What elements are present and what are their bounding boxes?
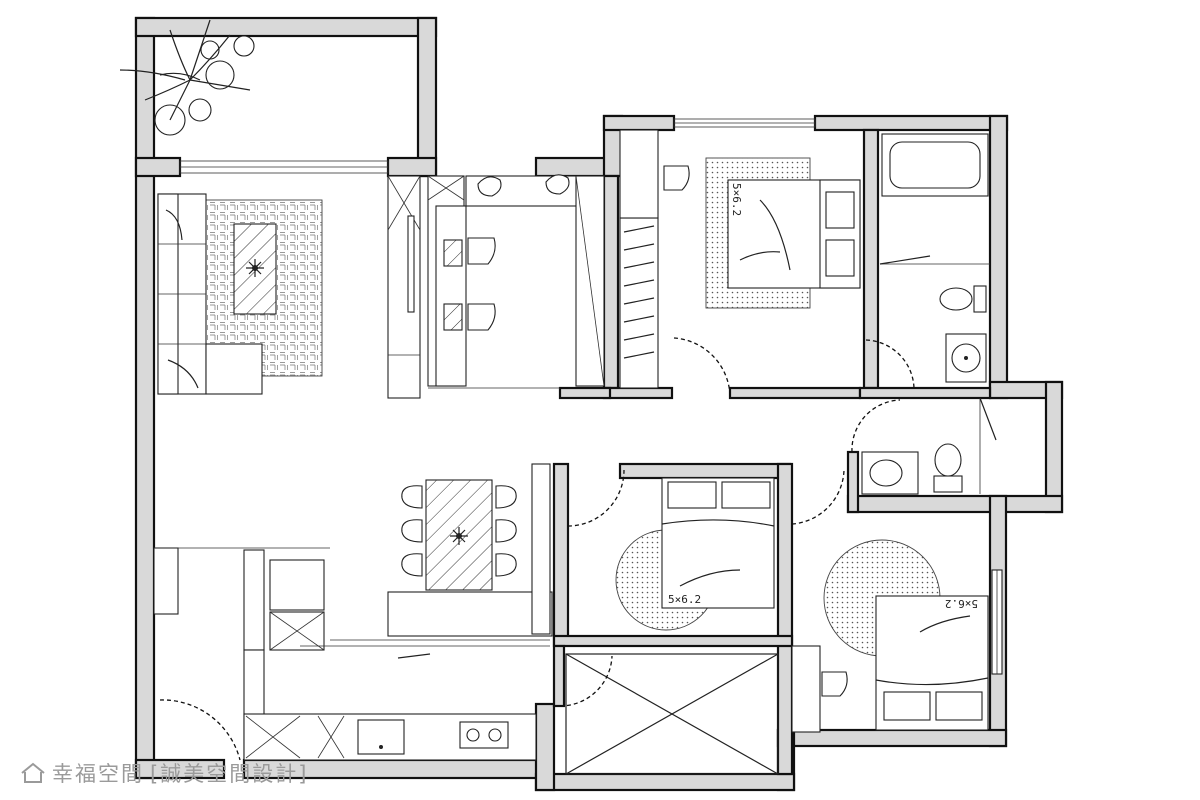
chair-icon [821,671,848,697]
bedroom-three-rug-label: 5×6.2 [945,597,978,610]
study-desk [435,205,467,387]
kitchen-island [387,591,553,637]
kitchen [153,547,550,761]
toilet-icon [939,285,987,313]
wall-south-left [134,758,226,780]
chair-icon [401,485,517,577]
dining-area [387,463,553,637]
master-bath-door [865,339,915,389]
toilet-icon [933,443,963,493]
doors [159,337,915,761]
wall-study-south [558,386,612,400]
sink-icon [869,459,903,487]
wall-balcony-north [134,16,438,38]
wall-master-south [728,386,862,400]
bedroom-two-door [567,469,625,527]
entry-door [159,699,241,761]
wall-master-west [602,174,620,390]
bedroom-two: 5×6.2 [615,477,775,631]
storage-door [559,655,613,707]
wall-master-south-left [602,386,674,400]
wall-corridor-bath-west [846,450,860,514]
wall-master-bath [862,128,880,390]
wall-bedroom-two-south [552,634,794,648]
wall-master-north-left [602,114,676,132]
wall-corridor-bath-south [846,494,1064,514]
wall-bedroom-two-north [618,462,792,480]
windows [179,118,1003,675]
sofa-chaise [205,343,263,395]
wall-south-storage [534,772,796,792]
bedroom-two-bed [661,477,775,609]
wall-storage-west [534,702,556,792]
master-bed [727,179,861,289]
walls [134,16,1064,792]
stove-icon [459,721,509,749]
watermark-credit: [誠美空間設計] [150,762,309,786]
chair-icon [663,165,690,191]
watermark-brand: 幸福空間 [52,762,144,786]
wall-bath-east [988,114,1009,400]
bedroom-three-bed [875,595,989,731]
wall-storage-north [552,644,566,708]
living-room [157,175,421,399]
wall-living-north-right [386,156,438,178]
wall-master-north-right [813,114,1009,132]
wall-living-north-left [134,156,182,178]
bedroom-three-cabinet [791,645,821,733]
hangers [623,225,655,359]
watermark: 幸福空間 [誠美空間設計] [20,758,308,788]
desk-lamp [443,239,463,267]
wall-corridor-bath-east [1044,380,1064,514]
flower-icon [450,527,468,545]
plant-icon [119,19,255,136]
tv-icon [407,215,415,313]
wardrobe [619,217,659,389]
wall-bedroom-two-east [776,462,794,776]
master-bathroom [879,133,990,383]
guest-bath-door [851,399,901,453]
sofa [157,193,263,395]
bedroom-three: 5×6.2 [791,539,989,733]
tv-cabinet [387,175,421,399]
bedroom-three-door [791,469,845,525]
master-door [673,337,731,397]
wall-balcony-east [416,16,438,178]
bedroom-two-rug-label: 5×6.2 [668,593,701,606]
study-room [427,174,605,389]
wall-bath-south [858,386,992,400]
guest-bathroom [861,397,997,495]
fridge [153,547,179,615]
house-logo-icon [21,762,45,783]
wall-west [134,16,156,780]
storage-room [565,653,779,775]
flower-icon [246,259,264,277]
master-bedroom: 5×6.2 [619,129,861,389]
wall-bedroom-two-west [552,462,570,646]
chair-icon [467,174,570,331]
sink-icon [945,333,987,383]
master-rug-label: 5×6.2 [730,183,743,216]
